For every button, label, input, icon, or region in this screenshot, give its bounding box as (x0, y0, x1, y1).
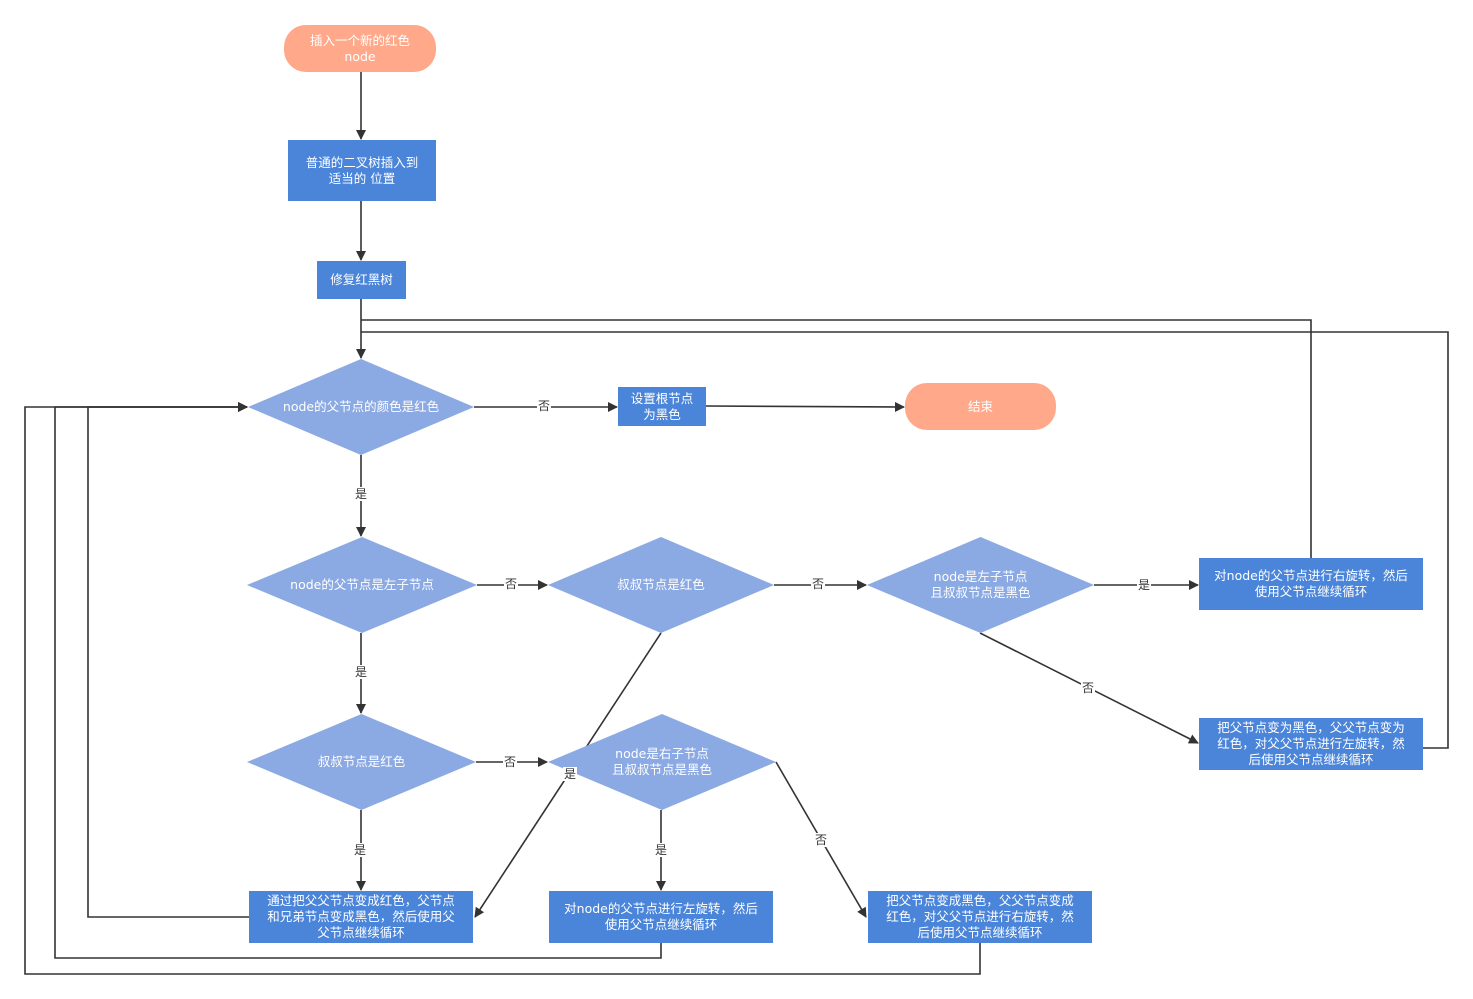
left-child-uncle-black-diamond (867, 537, 1094, 633)
right-child-uncle-black-label: node是右子节点 且叔叔节点是黑色 (611, 746, 712, 777)
edge-label-no-root: 否 (536, 399, 552, 413)
edge-recolor-right-loop (24, 402, 981, 975)
edge-label-yes-parent-red: 是 (353, 487, 369, 501)
edge-label-yes-uncle-red-1: 是 (562, 767, 578, 781)
parent-red-decision: node的父节点的颜色是红色 (248, 359, 474, 455)
right-child-uncle-black-decision: node是右子节点 且叔叔节点是黑色 (548, 714, 776, 810)
parent-left-decision: node的父节点是左子节点 (247, 537, 477, 633)
uncle-red-diamond-1 (548, 537, 774, 633)
parent-left-label: node的父节点是左子节点 (290, 577, 434, 592)
uncle-red-label-1: 叔叔节点是红色 (617, 577, 705, 592)
edge-label-yes-uncle-red-2: 是 (352, 843, 368, 857)
recolor-right-rotate-gp-node: 把父节点变成黑色，父父节点变成 红色，对父父节点进行右旋转，然 后使用父节点继续… (868, 891, 1092, 943)
right-child-uncle-black-diamond (548, 714, 776, 810)
start-node: 插入一个新的红色 node (284, 25, 436, 72)
uncle-red-diamond-2 (247, 714, 476, 810)
parent-red-diamond (248, 359, 474, 455)
edge-label-yes-right-child: 是 (653, 843, 669, 857)
left-rotate-parent-node: 对node的父节点进行左旋转，然后 使用父节点继续循环 (549, 891, 773, 943)
edge-right-rotate-loop (361, 319, 1312, 558)
right-rotate-parent-node: 对node的父节点进行右旋转，然后 使用父节点继续循环 (1199, 558, 1423, 610)
parent-red-label: node的父节点的颜色是红色 (282, 399, 440, 414)
uncle-red-decision-2: 叔叔节点是红色 (247, 714, 476, 810)
parent-left-diamond (247, 537, 477, 633)
uncle-red-label-2: 叔叔节点是红色 (317, 754, 406, 769)
edge-label-yes-left-child: 是 (1136, 578, 1152, 592)
set-root-black-node: 设置根节点 为黑色 (618, 387, 706, 426)
fix-tree-node: 修复红黑树 (317, 261, 406, 299)
left-child-uncle-black-decision: node是左子节点 且叔叔节点是黑色 (867, 537, 1094, 633)
edge-label-no-uncle-red-2: 否 (502, 755, 518, 769)
end-node: 结束 (905, 383, 1056, 430)
bst-insert-node: 普通的二叉树插入到 适当的 位置 (288, 140, 436, 201)
recolor-continue-node: 通过把父父节点变成红色，父节点 和兄弟节点变成黑色，然后使用父 父节点继续循环 (249, 891, 473, 943)
edge-root-to-end (705, 401, 905, 412)
edge-recolor-loop (87, 402, 249, 918)
left-child-uncle-black-label: node是左子节点 且叔叔节点是黑色 (930, 569, 1031, 600)
edge-label-no-left-child: 否 (1080, 681, 1096, 695)
edge-recolor-left-loop (361, 331, 1449, 749)
uncle-red-decision-1: 叔叔节点是红色 (548, 537, 774, 633)
recolor-left-rotate-gp-node: 把父节点变为黑色，父父节点变为 红色，对父父节点进行左旋转，然 后使用父节点继续… (1199, 718, 1423, 770)
edge-label-no-right-child: 否 (813, 833, 829, 847)
edge-label-no-parent-left: 否 (503, 577, 519, 591)
edge-label-no-uncle-red-1: 否 (810, 577, 826, 591)
edge-label-yes-parent-left: 是 (353, 665, 369, 679)
